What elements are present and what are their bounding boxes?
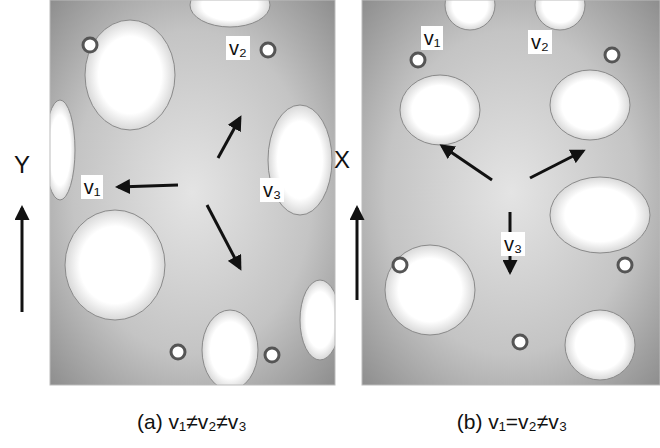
subfigure-caption: (b) v₁=v₂≠v₃ (457, 411, 568, 432)
velocity-label: v₁ (81, 175, 104, 199)
velocity-label: v₃ (260, 178, 284, 202)
velocity-label: v₁ (421, 26, 444, 50)
velocity-arrows (22, 118, 583, 312)
structure-b (362, 0, 660, 385)
velocity-label: v₃ (501, 232, 525, 256)
structure-a (50, 0, 335, 385)
axis-label: X (334, 148, 350, 172)
velocity-label: v₂ (226, 36, 250, 60)
axis-label: Y (14, 153, 30, 177)
subfigure-caption: (a) v₁≠v₂≠v₃ (137, 411, 247, 432)
velocity-label: v₂ (528, 30, 552, 54)
